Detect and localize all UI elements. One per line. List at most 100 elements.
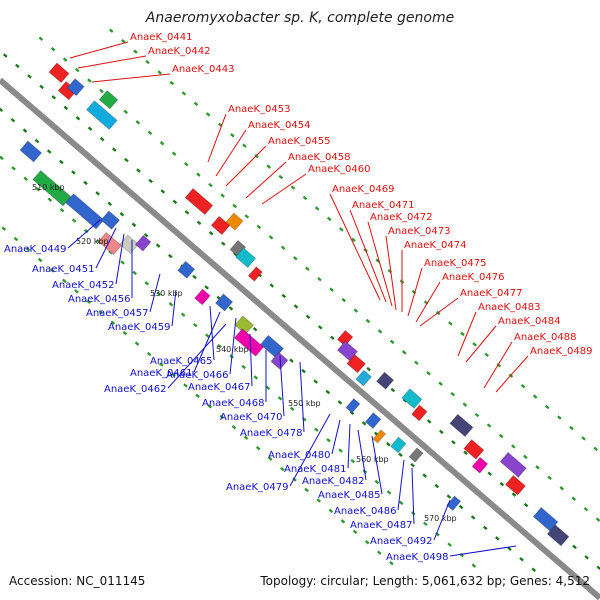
label-leader bbox=[167, 323, 227, 389]
track-dot bbox=[87, 78, 92, 83]
track-dot bbox=[46, 149, 52, 154]
label-leader bbox=[279, 355, 285, 417]
track-dot bbox=[112, 147, 117, 152]
label-leader bbox=[245, 161, 287, 199]
gene-arrow bbox=[336, 340, 359, 362]
gene-label-top: AnaeK_0454 bbox=[248, 120, 310, 131]
label-leader bbox=[483, 341, 513, 389]
track-dot bbox=[410, 462, 415, 468]
gene-label-top: AnaeK_0483 bbox=[478, 302, 540, 313]
track-dot bbox=[532, 394, 538, 399]
gene-arrow bbox=[499, 451, 527, 478]
track-dot bbox=[507, 546, 512, 552]
track-dot bbox=[386, 442, 391, 447]
track-dot bbox=[316, 498, 322, 503]
track-dot bbox=[523, 502, 529, 508]
track-dot bbox=[205, 333, 210, 338]
gene-arrow bbox=[270, 351, 289, 370]
track-dot bbox=[390, 387, 396, 393]
label-leader bbox=[331, 419, 341, 455]
track-dot bbox=[232, 203, 238, 209]
gene-arrow bbox=[471, 456, 489, 474]
label-leader bbox=[495, 355, 529, 393]
track-dot bbox=[107, 201, 113, 207]
track-dot bbox=[301, 417, 307, 422]
gene-arrow bbox=[446, 495, 462, 512]
track-dot bbox=[581, 436, 586, 441]
track-dot bbox=[205, 112, 211, 117]
label-leader bbox=[415, 281, 441, 323]
track-dot bbox=[544, 404, 550, 410]
track-dot bbox=[482, 525, 488, 531]
track-dot bbox=[374, 479, 380, 485]
gene-label-top: AnaeK_0455 bbox=[268, 136, 330, 147]
gene-label-bottom: AnaeK_0452 bbox=[52, 280, 114, 291]
label-leader bbox=[385, 235, 397, 311]
label-leader bbox=[69, 41, 129, 59]
track-dot bbox=[168, 253, 173, 259]
track-dot bbox=[289, 406, 295, 412]
track-dot bbox=[292, 256, 298, 261]
track-dot bbox=[411, 289, 417, 295]
track-dot bbox=[583, 506, 589, 512]
track-dot bbox=[338, 448, 343, 453]
track-dot bbox=[122, 330, 128, 336]
label-leader bbox=[261, 173, 307, 205]
track-dot bbox=[463, 450, 468, 456]
track-dot bbox=[499, 481, 505, 487]
track-dot bbox=[71, 218, 77, 223]
track-dot bbox=[120, 260, 125, 265]
track-dot bbox=[143, 232, 149, 238]
label-leader bbox=[411, 467, 415, 525]
gene-arrow bbox=[247, 266, 263, 282]
label-leader bbox=[433, 499, 451, 541]
track-dot bbox=[317, 325, 323, 330]
gene-label-top: AnaeK_0453 bbox=[228, 104, 290, 115]
label-leader bbox=[371, 435, 383, 495]
track-dot bbox=[351, 237, 356, 243]
gene-label-top: AnaeK_0476 bbox=[442, 272, 504, 283]
gene-label-bottom: AnaeK_0482 bbox=[302, 476, 364, 487]
track-dot bbox=[451, 440, 456, 445]
track-dot bbox=[38, 36, 44, 41]
track-dot bbox=[471, 563, 477, 568]
track-dot bbox=[557, 415, 562, 420]
gene-label-bottom: AnaeK_0487 bbox=[350, 520, 412, 531]
track-dot bbox=[531, 567, 536, 572]
track-dot bbox=[462, 402, 468, 407]
gene-label-top: AnaeK_0475 bbox=[424, 258, 486, 269]
track-dot bbox=[414, 360, 419, 366]
gene-label-bottom: AnaeK_0449 bbox=[4, 244, 66, 255]
track-dot bbox=[192, 322, 198, 328]
track-dot bbox=[74, 67, 80, 73]
track-dot bbox=[472, 342, 477, 347]
track-dot bbox=[268, 235, 274, 240]
track-dot bbox=[62, 278, 67, 284]
gene-arrow bbox=[345, 397, 361, 414]
track-dot bbox=[51, 95, 57, 100]
track-dot bbox=[280, 466, 285, 472]
track-dot bbox=[15, 63, 20, 69]
track-dot bbox=[255, 445, 261, 451]
track-dot bbox=[121, 38, 126, 44]
label-leader bbox=[407, 267, 423, 317]
track-dot bbox=[366, 366, 371, 372]
track-dot bbox=[204, 285, 209, 290]
track-dot bbox=[520, 383, 526, 389]
genome-backbone bbox=[0, 77, 600, 600]
track-dot bbox=[169, 80, 175, 86]
gene-label-bottom: AnaeK_0470 bbox=[220, 412, 282, 423]
gene-arrow bbox=[98, 89, 119, 110]
track-dot bbox=[339, 227, 344, 232]
track-dot bbox=[171, 151, 177, 156]
track-dot bbox=[10, 117, 16, 123]
track-dot bbox=[158, 362, 164, 367]
track-dot bbox=[448, 321, 453, 326]
track-dot bbox=[389, 560, 394, 566]
track-dot bbox=[207, 404, 213, 409]
gene-arrow bbox=[408, 447, 424, 463]
track-dot bbox=[144, 281, 150, 286]
label-leader bbox=[465, 325, 497, 363]
